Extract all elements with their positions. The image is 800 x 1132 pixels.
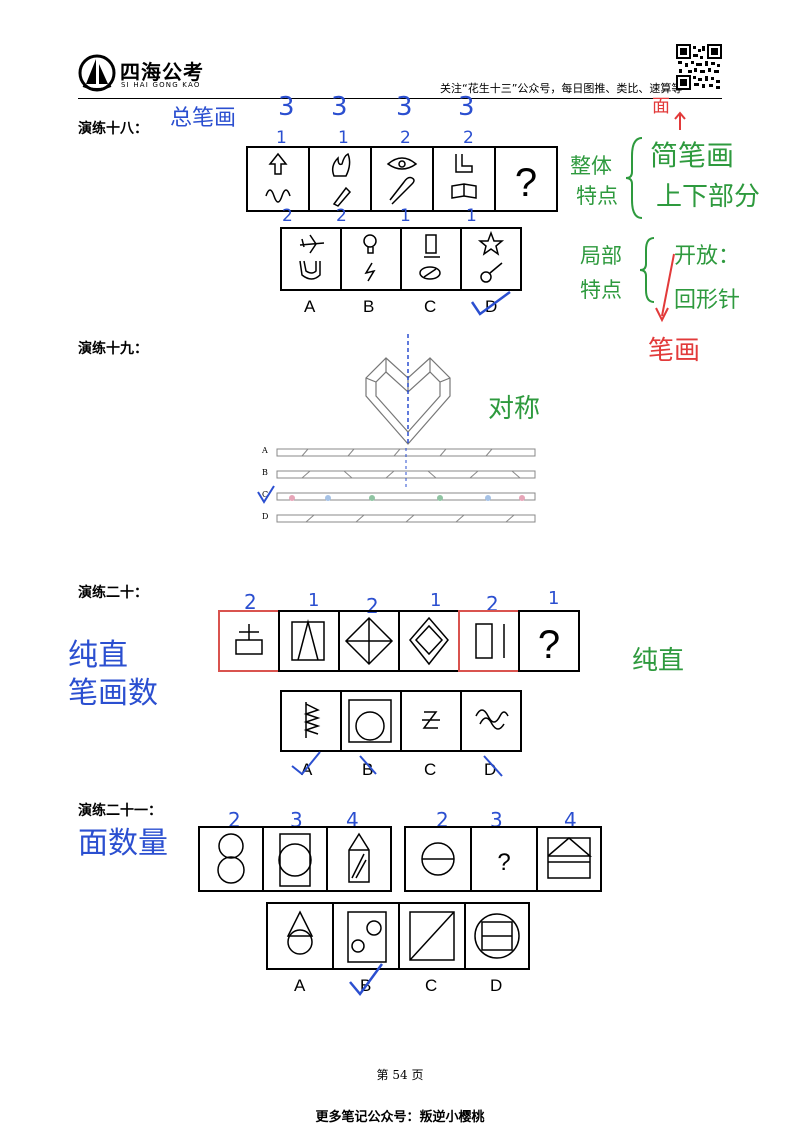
ex18-options-row	[280, 227, 522, 291]
stroke-count-row2-3: 1	[400, 206, 411, 226]
note-open: 开放：	[674, 244, 741, 269]
page-number: 第 54 页	[376, 1068, 424, 1082]
exercise-20-title: 演练二十：	[78, 585, 148, 601]
bar-label-d[interactable]: D	[262, 512, 269, 521]
question-mark: ?	[538, 623, 560, 667]
option-b[interactable]: B	[362, 760, 374, 779]
option-c[interactable]: C	[424, 297, 437, 316]
note-local-feature: 特点	[580, 278, 622, 302]
ex21-question-row: ?	[198, 826, 602, 892]
heart-figure	[365, 334, 451, 446]
logo-subtext: SI HAI GONG KAO	[121, 81, 201, 89]
arrow-up-icon	[674, 111, 686, 130]
note-pure-straight-right: 纯直	[632, 646, 685, 676]
logo: 四海公考 SI HAI GONG KAO	[78, 54, 228, 94]
stroke-count-row1-4: 2	[463, 128, 474, 148]
count-2: 1	[308, 590, 320, 611]
ex19-bars	[276, 448, 536, 523]
option-a[interactable]: A	[294, 976, 306, 995]
sailboat-logo-icon	[78, 54, 116, 92]
option-d[interactable]: D	[490, 976, 503, 995]
stroke-count-row1-3: 2	[400, 128, 411, 148]
exercise-18-title: 演练十八：	[78, 121, 148, 137]
qr-code-icon	[676, 44, 722, 90]
note-upper-lower: 上下部分	[656, 182, 761, 212]
stroke-count-row1-1: 1	[276, 128, 287, 148]
bar-label-a[interactable]: A	[262, 446, 268, 455]
count-1: 2	[244, 590, 257, 614]
option-b[interactable]: B	[363, 297, 375, 316]
ex20-options-row	[280, 690, 522, 752]
question-mark: ?	[497, 849, 510, 876]
brace-icon	[625, 137, 643, 219]
footer-note: 更多笔记公众号：叛逆小樱桃	[315, 1110, 485, 1125]
count-4: 1	[430, 590, 442, 611]
exercise-19-title: 演练十九：	[78, 341, 148, 357]
note-face-count: 面数量	[78, 826, 168, 861]
stroke-count-top-4: 3	[458, 92, 475, 122]
ex21-options-row	[266, 902, 530, 970]
stroke-count-top-3: 3	[396, 92, 413, 122]
stroke-count-top-2: 3	[331, 92, 348, 122]
logo-text: 四海公考	[120, 60, 204, 84]
stroke-count-row2-1: 2	[282, 206, 293, 226]
stroke-count-row1-2: 1	[338, 128, 349, 148]
note-pure-straight: 纯直	[68, 638, 128, 673]
bar-label-c[interactable]: C	[262, 490, 269, 499]
ex20-question-row: ?	[218, 610, 580, 672]
note-total-strokes: 总笔画	[170, 106, 237, 131]
stroke-count-top-1: 3	[278, 92, 295, 122]
stroke-count-row2-2: 2	[336, 206, 347, 226]
check-mark-icon	[470, 290, 511, 316]
note-whole: 整体	[570, 154, 612, 178]
brace-icon	[639, 237, 655, 303]
note-stroke-red: 笔画	[648, 336, 701, 366]
slash-marks-icon	[291, 751, 503, 777]
note-surface: 面	[652, 96, 670, 117]
check-mark-icon	[349, 963, 384, 997]
note-paperclip: 回形针	[674, 288, 741, 313]
note-feature: 特点	[576, 184, 618, 208]
option-c[interactable]: C	[425, 976, 438, 995]
note-simple-drawing: 简笔画	[650, 139, 735, 172]
promo-text: 关注“花生十三”公众号，每日图推、类比、速算等	[440, 82, 683, 95]
exercise-21-title: 演练二十一：	[78, 803, 162, 819]
note-symmetry: 对称	[488, 394, 541, 424]
note-local: 局部	[580, 244, 622, 268]
check-mark-icon	[257, 485, 275, 504]
option-c[interactable]: C	[424, 760, 437, 779]
option-a[interactable]: A	[304, 297, 316, 316]
stroke-count-row2-4: 1	[466, 206, 477, 226]
arrow-down-icon	[655, 253, 675, 323]
ex18-question-row: ?	[246, 146, 558, 212]
bar-label-b[interactable]: B	[262, 468, 268, 477]
header-divider	[78, 98, 722, 99]
count-6: 1	[548, 588, 560, 609]
question-mark: ?	[515, 161, 537, 205]
note-stroke-count: 笔画数	[68, 676, 158, 711]
